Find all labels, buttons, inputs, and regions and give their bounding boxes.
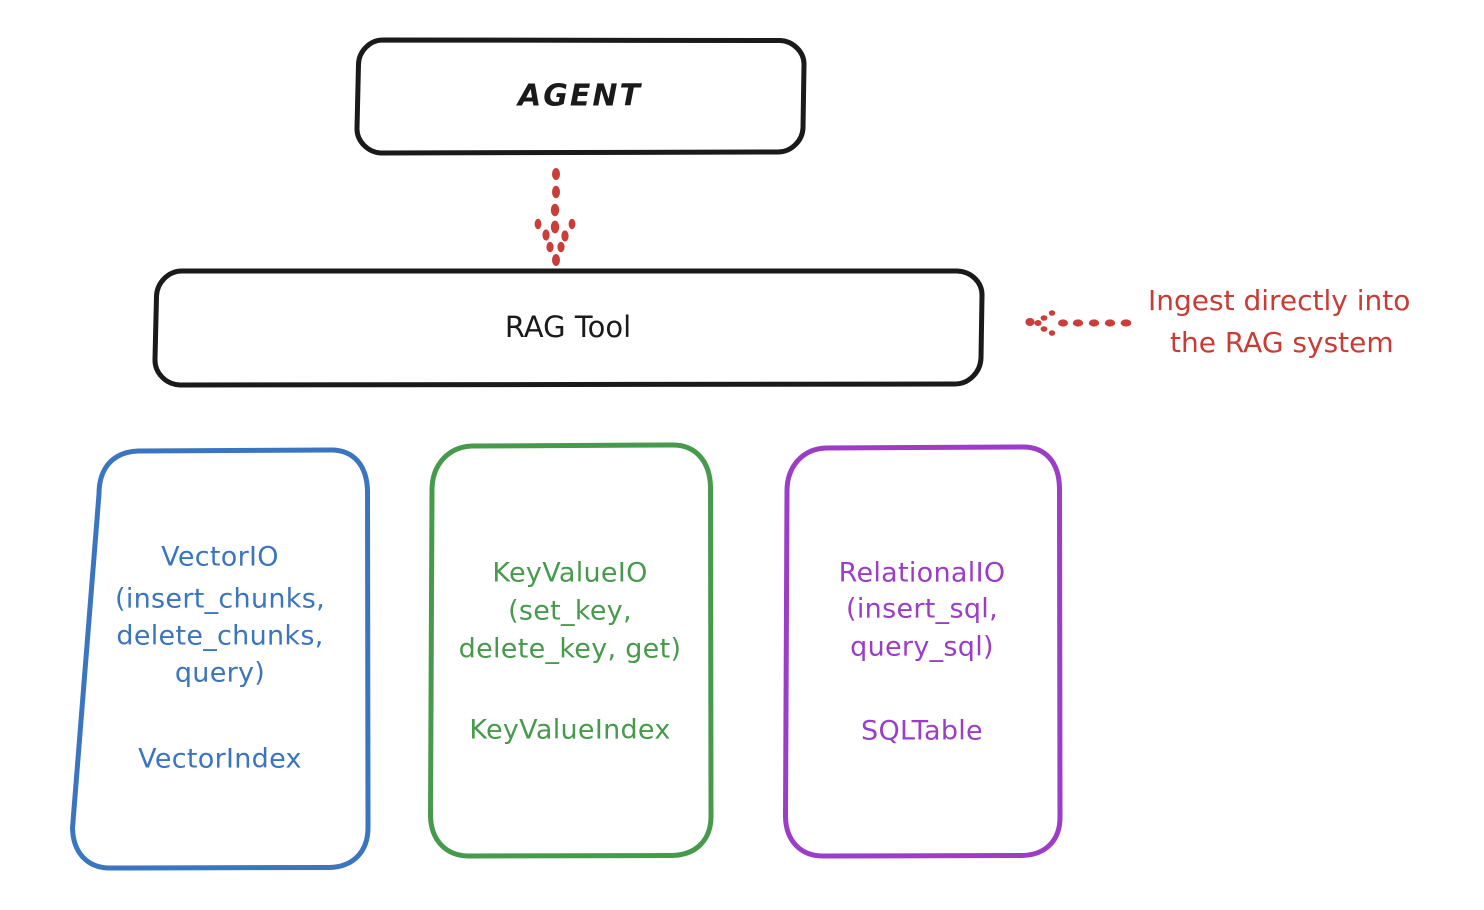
vector-store-box-shape [70,447,371,871]
keyvalue-store-line-1: (set_key, [508,596,632,627]
node-vector-store[interactable]: VectorIO (insert_chunks, delete_chunks, … [70,447,371,871]
node-keyvalue-store[interactable]: KeyValueIO (set_key, delete_key, get) Ke… [428,442,714,859]
vector-store-line-0: VectorIO [161,542,279,573]
relational-store-line-0: RelationalIO [839,558,1006,589]
agent-label: AGENT [516,79,642,114]
keyvalue-store-index-label: KeyValueIndex [469,715,670,746]
vector-store-index-label: VectorIndex [138,744,302,775]
edge-agent-to-rag-arrow [534,168,576,266]
relational-store-line-2: query_sql) [850,632,994,663]
relational-store-box-shape [783,444,1063,859]
relational-store-index-label: SQLTable [861,716,983,747]
edge-ingest-arrow [1025,310,1132,336]
node-rag-tool[interactable]: RAG Tool [152,268,985,388]
annotation-ingest-line1: Ingest directly into [1148,284,1410,317]
vector-store-line-1: (insert_chunks, [115,584,325,615]
node-agent[interactable]: AGENT [354,37,807,156]
relational-store-line-1: (insert_sql, [846,594,998,625]
keyvalue-store-line-2: delete_key, get) [459,634,682,665]
keyvalue-store-line-0: KeyValueIO [492,558,647,589]
annotation-ingest: Ingest directly into the RAG system [1148,284,1410,359]
node-relational-store[interactable]: RelationalIO (insert_sql, query_sql) SQL… [783,444,1063,859]
annotation-ingest-line2: the RAG system [1170,326,1394,359]
vector-store-line-3: query) [175,658,265,689]
rag-tool-label: RAG Tool [505,310,631,344]
agent-box-shape [354,37,807,156]
keyvalue-store-box-shape [428,442,714,859]
rag-tool-box-shape [152,268,985,388]
vector-store-line-2: delete_chunks, [116,621,323,652]
